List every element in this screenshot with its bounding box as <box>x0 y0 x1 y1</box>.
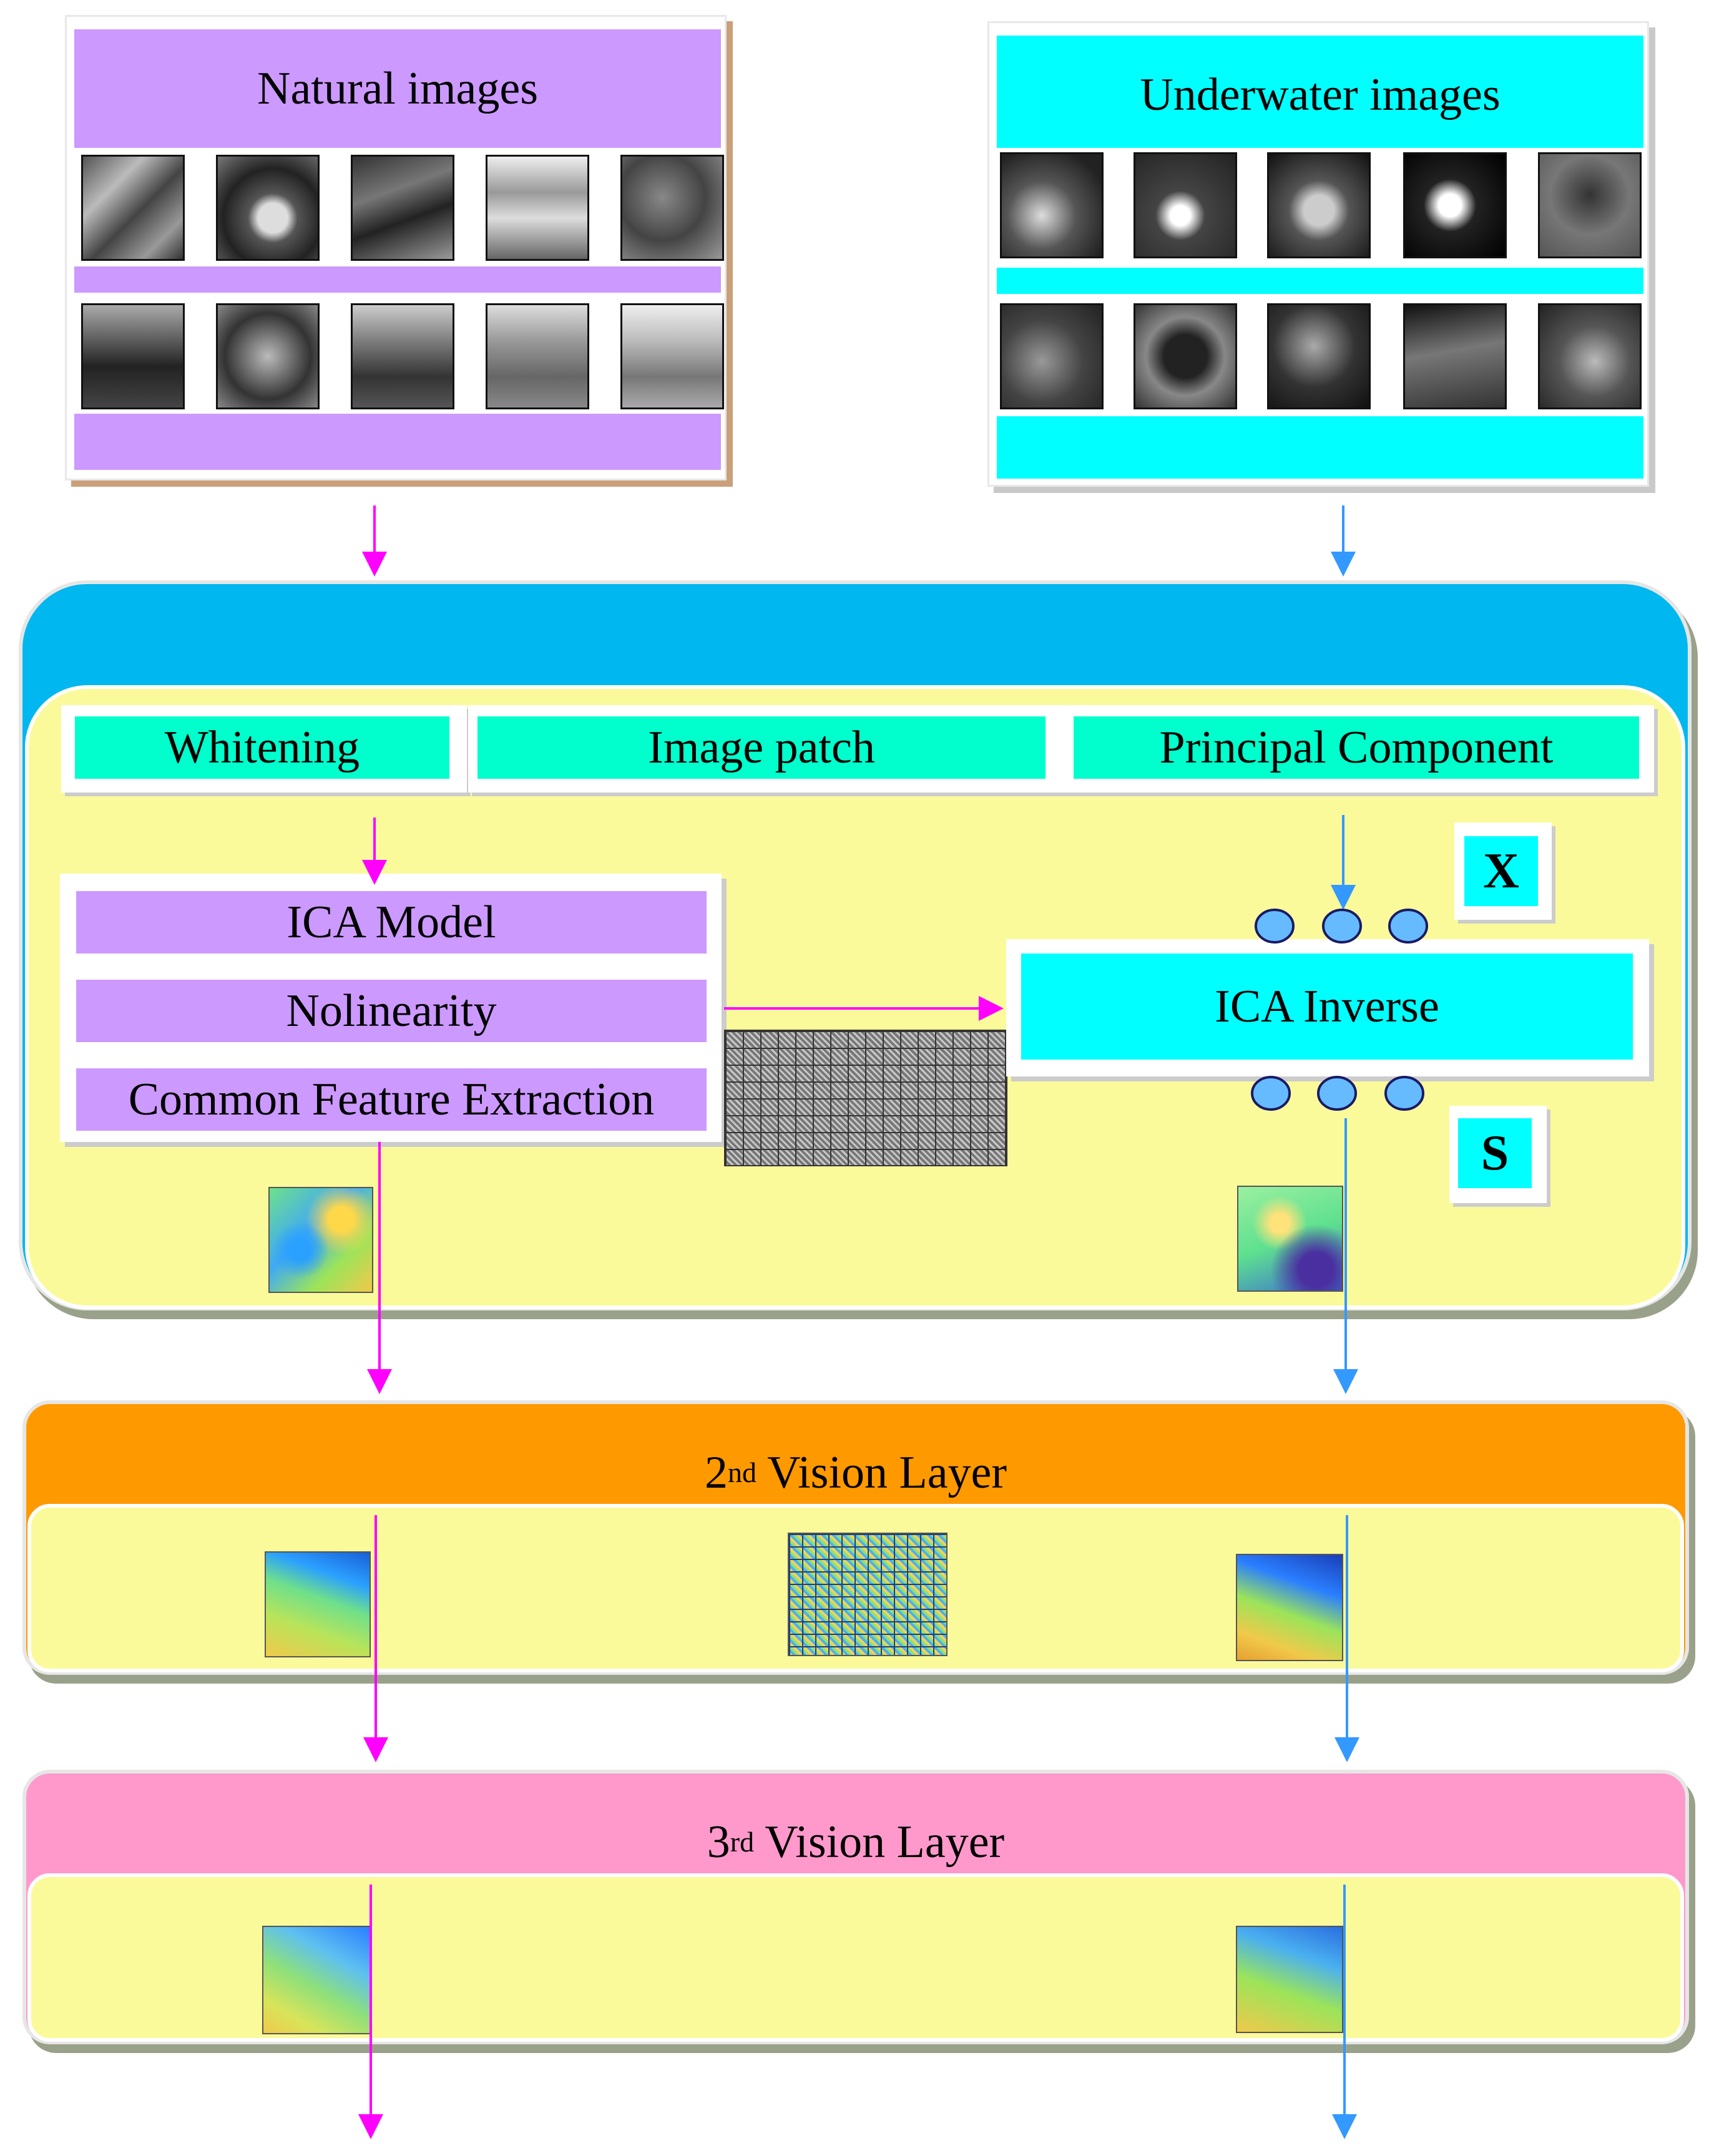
natural-images-band-1 <box>74 266 721 293</box>
input-node-circle <box>1322 909 1362 944</box>
natural-images-title: Natural images <box>257 63 538 114</box>
underwater-image-thumb <box>1403 303 1507 409</box>
natural-images-header <box>74 29 721 148</box>
ica-basis-filters-grid <box>724 1030 1007 1166</box>
x-label: X <box>1464 836 1538 906</box>
underwater-image-thumb <box>1000 152 1104 258</box>
underwater-image-thumb <box>1267 303 1371 409</box>
natural-image-thumb <box>351 155 454 261</box>
natural-image-thumb <box>486 303 589 409</box>
underwater-image-thumb <box>1000 303 1104 409</box>
layer2-natural-map <box>265 1551 371 1657</box>
underwater-image-thumb <box>1403 152 1507 258</box>
input-node-circle <box>1388 909 1428 944</box>
layer2-basis-grid <box>788 1533 948 1656</box>
natural-image-thumb <box>351 303 454 409</box>
principal-component-tab: Principal Component <box>1074 716 1639 779</box>
ica-model-box: ICA Model <box>76 891 707 954</box>
natural-image-thumb <box>216 303 320 409</box>
natural-image-thumb <box>81 303 185 409</box>
layer2-title-rest: Vision Layer <box>756 1447 1007 1498</box>
input-node-circle <box>1255 909 1295 944</box>
layer3-title-num: 3 <box>707 1817 730 1868</box>
underwater-image-thumb <box>1267 152 1371 258</box>
underwater-feature-map <box>1237 1186 1343 1292</box>
natural-feature-map <box>268 1187 373 1293</box>
output-node-circle <box>1384 1076 1424 1111</box>
underwater-images-band-2 <box>997 416 1643 479</box>
layer3-title-rest: Vision Layer <box>754 1817 1005 1868</box>
natural-images-band-2 <box>74 414 721 470</box>
image-patch-tab: Image patch <box>477 716 1045 779</box>
layer2-title-sup: nd <box>727 1456 757 1488</box>
layer2-underwater-map <box>1236 1554 1343 1661</box>
natural-image-thumb <box>620 155 724 261</box>
natural-image-thumb <box>620 303 724 409</box>
natural-image-thumb <box>81 155 185 261</box>
underwater-images-title: Underwater images <box>1140 69 1501 120</box>
ica-inverse-box: ICA Inverse <box>1021 954 1633 1060</box>
underwater-image-thumb <box>1134 152 1237 258</box>
underwater-images-header <box>997 36 1643 148</box>
underwater-image-thumb <box>1538 303 1642 409</box>
output-node-circle <box>1317 1076 1357 1111</box>
s-label: S <box>1458 1118 1532 1188</box>
common-feature-extraction-box: Common Feature Extraction <box>76 1068 707 1131</box>
natural-image-thumb <box>216 155 320 261</box>
layer2-title-num: 2 <box>704 1447 728 1498</box>
natural-images-panel: Natural images <box>65 15 727 480</box>
output-node-circle <box>1251 1076 1291 1111</box>
layer3-underwater-map <box>1236 1926 1343 2033</box>
whitening-tab: Whitening <box>75 716 449 779</box>
layer3-title-sup: rd <box>730 1826 755 1858</box>
underwater-images-band-1 <box>997 268 1643 294</box>
underwater-image-thumb <box>1134 303 1237 409</box>
nolinearity-box: Nolinearity <box>76 980 707 1042</box>
underwater-image-thumb <box>1538 152 1642 258</box>
natural-image-thumb <box>486 155 589 261</box>
